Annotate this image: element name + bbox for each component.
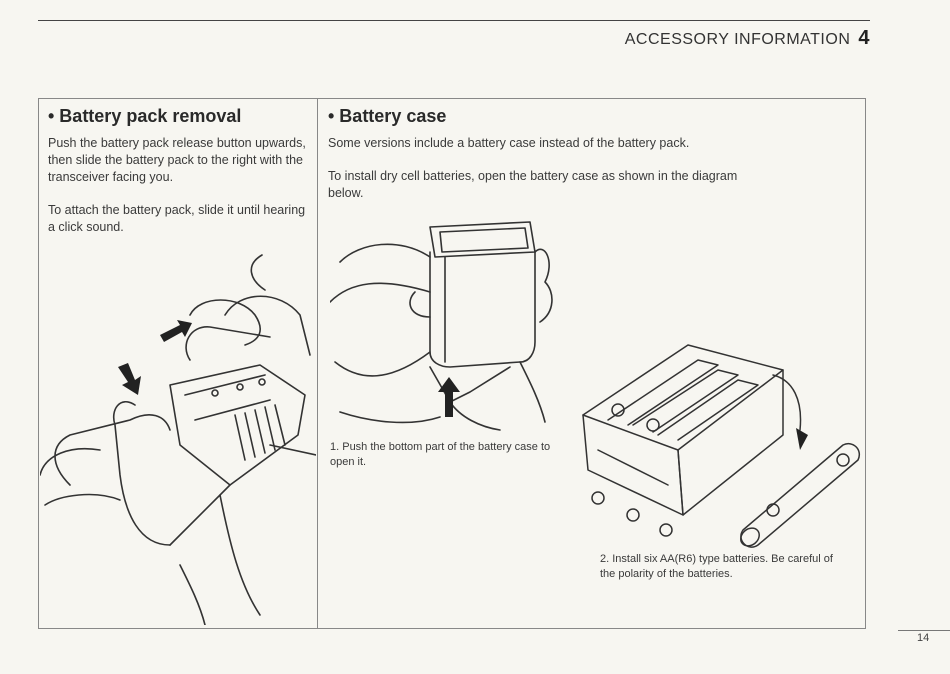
section-title: ACCESSORY INFORMATION xyxy=(624,31,851,48)
slide-arrow-icon xyxy=(160,320,192,342)
thumb-outline xyxy=(250,254,266,291)
column-divider xyxy=(317,98,318,629)
insert-arrow-icon xyxy=(796,428,808,450)
aa-battery xyxy=(740,443,860,548)
content-frame xyxy=(38,98,866,629)
insert-curve xyxy=(772,374,802,431)
battery-pack-removal-heading: • Battery pack removal xyxy=(48,106,242,126)
push-up-arrow-icon xyxy=(438,377,460,417)
step2-caption: 2. Install six AA(R6) type batteries. Be… xyxy=(600,553,833,580)
battery-pack-removal-illustration xyxy=(40,254,316,625)
direction-arrows xyxy=(118,320,192,395)
battery-pack-removal-section: • Battery pack removal Push the battery … xyxy=(48,106,310,236)
case-tray xyxy=(582,344,784,451)
top-rule xyxy=(38,20,870,21)
page-number: 14 xyxy=(917,632,930,644)
page-number-rule xyxy=(898,630,950,631)
attach-paragraph: To attach the battery pack, slide it unt… xyxy=(48,203,306,234)
battery-case-heading: • Battery case xyxy=(328,106,447,126)
battery-case-open-illustration xyxy=(330,221,553,431)
section-header: ACCESSORY INFORMATION 4 xyxy=(625,27,870,50)
section-number: 4 xyxy=(858,27,870,49)
battery-case-intro: Some versions include a battery case ins… xyxy=(328,136,690,150)
radio-body xyxy=(169,364,306,486)
step1-caption: 1. Push the bottom part of the battery c… xyxy=(330,441,551,468)
push-arrow-icon xyxy=(118,363,141,395)
removal-paragraph: Push the battery pack release button upw… xyxy=(48,136,306,184)
battery-case-section: • Battery case Some versions include a b… xyxy=(328,106,848,202)
install-instructions: To install dry cell batteries, open the … xyxy=(328,169,738,200)
case-body xyxy=(429,251,536,368)
battery-installation-illustration xyxy=(582,344,860,548)
